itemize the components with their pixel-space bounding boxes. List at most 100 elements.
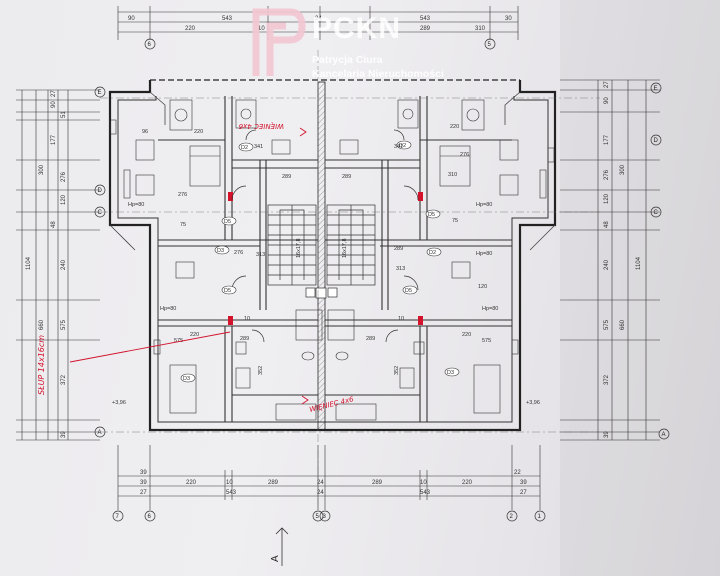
left-dim-39: 39 (61, 431, 67, 438)
door-tag-d5-c: D5 (224, 288, 231, 294)
bottom-dimension-lines (117, 445, 541, 510)
bottom-top-22: 22 (514, 470, 521, 476)
room-dim-75-a: 75 (180, 222, 186, 228)
right-dim-240: 240 (604, 259, 610, 270)
red-annotation-lines (69, 127, 309, 405)
left-dim-575: 575 (61, 319, 67, 330)
room-dim-310: 310 (448, 172, 457, 178)
axis-bottom-2: 2 (510, 514, 514, 520)
left-dim-300: 300 (39, 164, 45, 175)
right-dim-1104: 1104 (636, 256, 642, 270)
room-dim-276-b: 276 (178, 192, 187, 198)
watermark-brand: PCKN (312, 12, 402, 45)
bottom-dim-220-b: 220 (462, 480, 473, 486)
bottom-outer-543-a: 543 (226, 490, 237, 496)
right-dim-120: 120 (604, 193, 610, 204)
room-dim-289-d: 289 (240, 336, 249, 342)
bottom-dim-24: 24 (317, 480, 324, 486)
left-dim-276: 276 (61, 171, 67, 182)
staircase-right (326, 204, 376, 286)
annotation-slup: SŁUP 14x16cm (37, 335, 46, 395)
stairs-left-label: 16x17,8 (296, 238, 302, 258)
door-tag-d3-b: D3 (447, 370, 454, 376)
hp-label-5: Hp=80 (482, 306, 498, 312)
room-dim-289-c: 289 (394, 246, 403, 252)
door-tag-d5-d: D5 (405, 288, 412, 294)
top-dim-inner-3: 10 (258, 26, 265, 32)
top-axis-markers (144, 38, 496, 50)
room-dim-120: 120 (478, 284, 487, 290)
bottom-dim-289-a: 289 (268, 480, 279, 486)
bottom-outer-543-b: 543 (420, 490, 431, 496)
annotation-wieniec-bottom: WIĘNIEC 4x6 (309, 395, 355, 414)
column-marks-red (228, 192, 423, 325)
watermark-line1: Patrycja Ciura (312, 54, 383, 66)
left-dim-27: 27 (51, 90, 57, 97)
room-dim-75-b: 75 (452, 218, 458, 224)
right-dim-39: 39 (604, 431, 610, 438)
right-dim-300: 300 (620, 164, 626, 175)
axis-bottom-6: 6 (148, 514, 152, 520)
room-dim-10-b: 10 (398, 316, 404, 322)
left-dim-120: 120 (61, 194, 67, 205)
stairs-right-label: 16x17,8 (342, 238, 348, 258)
right-dim-276: 276 (604, 169, 610, 180)
door-tag-d5-b: D5 (428, 212, 435, 218)
room-dim-276-a: 276 (460, 152, 469, 158)
bottom-dim-220-a: 220 (186, 480, 197, 486)
top-dim-inner-4: 289 (420, 26, 431, 32)
inner-wall-lines (117, 96, 549, 423)
party-wall (317, 81, 326, 431)
right-dim-177: 177 (604, 134, 610, 145)
top-dim-inner-1: 90 (128, 16, 135, 22)
left-dim-240: 240 (61, 259, 67, 270)
axis-bottom-5: 5 (316, 514, 320, 520)
door-swings (231, 129, 419, 343)
axis-left-E: E (98, 90, 102, 96)
level-mark-left: +3,96 (112, 400, 126, 406)
bottom-outer-24: 24 (317, 490, 324, 496)
room-dim-341-b: 341 (394, 144, 403, 150)
bottom-top-39: 39 (140, 470, 147, 476)
axis-right-D: D (654, 138, 659, 144)
axis-left-C: C (98, 210, 103, 216)
room-dim-289-a: 289 (282, 174, 291, 180)
level-mark-right: +3,96 (526, 400, 540, 406)
room-dim-352-a: 352 (258, 366, 264, 375)
left-dim-90: 90 (51, 101, 57, 108)
room-dim-10-a: 10 (244, 316, 250, 322)
top-dim-outer-2: 24 (315, 16, 322, 22)
room-dim-575-b: 575 (482, 338, 491, 344)
door-tag-d3-c: D3 (183, 376, 190, 382)
columns (305, 287, 338, 299)
door-tag-d2-a: D2 (429, 250, 436, 256)
room-dim-352-b: 352 (394, 366, 400, 375)
section-marker-label: A (270, 555, 281, 562)
logo-mark-icon (252, 8, 306, 76)
room-dim-313-a: 313 (256, 252, 265, 258)
axis-right-E: E (654, 86, 658, 92)
watermark-line2: Kancelaria Nieruchomości (312, 68, 444, 80)
left-dim-48: 48 (51, 221, 57, 228)
room-dim-289-b: 289 (342, 174, 351, 180)
bottom-dim-39-a: 39 (140, 480, 147, 486)
top-dim-outer-1: 543 (222, 16, 233, 22)
axis-top-5: 5 (488, 42, 492, 48)
room-dim-289-e: 289 (366, 336, 375, 342)
bottom-dim-10-a: 10 (226, 480, 233, 486)
right-dim-90: 90 (604, 97, 610, 104)
room-dim-313-b: 313 (396, 266, 405, 272)
left-dimension-lines (16, 89, 100, 441)
door-tag-d3-a: D3 (217, 248, 224, 254)
top-dim-outer-3: 543 (420, 16, 431, 22)
section-marker (275, 527, 289, 566)
bottom-dim-289-b: 289 (372, 480, 383, 486)
left-dim-51: 51 (61, 111, 67, 118)
shadow-overlay (560, 0, 720, 576)
bottom-outer-27-a: 27 (140, 490, 147, 496)
axis-top-6: 6 (148, 42, 152, 48)
axis-grid (100, 50, 600, 510)
left-dim-372: 372 (61, 374, 67, 385)
staircase-left (267, 204, 317, 286)
